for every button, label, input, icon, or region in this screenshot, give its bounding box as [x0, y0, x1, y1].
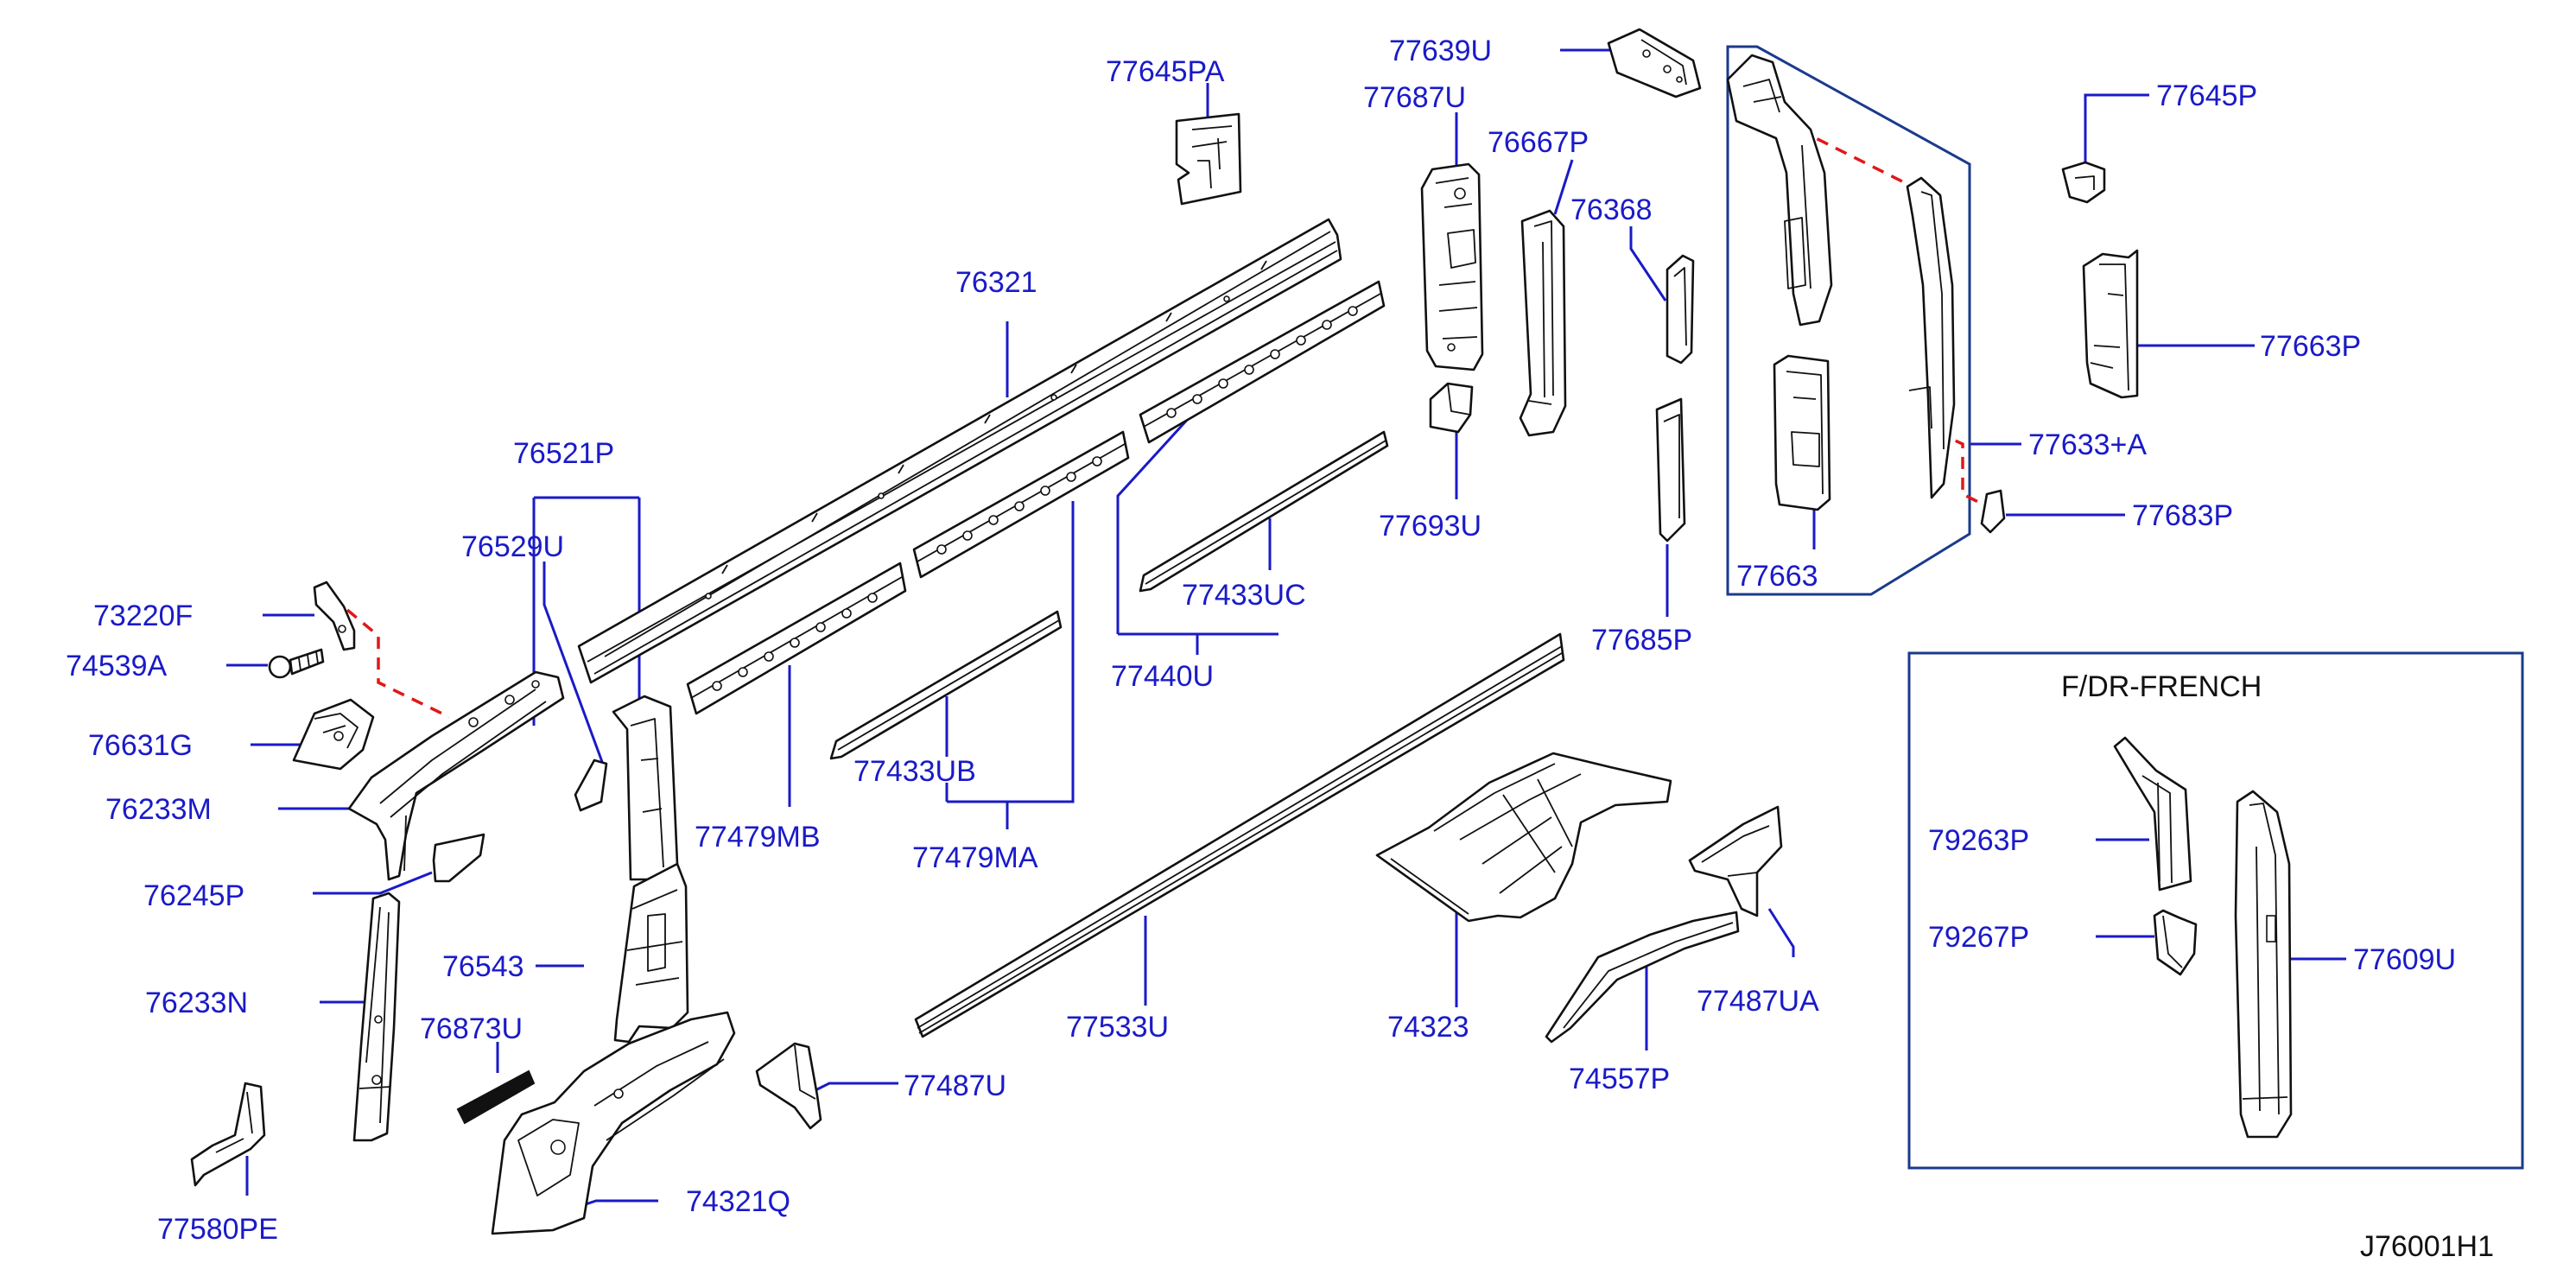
part-77645P: [2061, 161, 2106, 204]
drawing-id: J76001H1: [2360, 1230, 2494, 1263]
label-76631G: 76631G: [88, 729, 193, 762]
part-77433UC: [1139, 430, 1389, 593]
part-77645PA: [1175, 112, 1242, 206]
label-77580PE: 77580PE: [157, 1213, 278, 1246]
part-76233M: [347, 670, 565, 881]
part-76521P: [612, 695, 679, 881]
label-76667P: 76667P: [1488, 126, 1589, 159]
holes-77479MA: [936, 456, 1102, 555]
holes-77440U: [1166, 306, 1358, 418]
label-77685P: 77685P: [1591, 624, 1692, 657]
label-76521P: 76521P: [513, 437, 614, 470]
phantom-lines: [346, 128, 1981, 719]
part-79263P: [2113, 736, 2192, 892]
part-77685P: [1655, 397, 1686, 543]
part-74321Q: [491, 1011, 736, 1235]
label-73220F: 73220F: [93, 600, 193, 632]
label-79263P: 79263P: [1928, 824, 2029, 857]
label-77440U: 77440U: [1111, 660, 1214, 693]
label-77633A: 77633+A: [2028, 428, 2147, 461]
label-inset-title: F/DR-FRENCH: [2061, 670, 2262, 703]
label-77663P: 77663P: [2260, 330, 2361, 363]
part-76245P: [432, 833, 485, 883]
part-76631G: [292, 698, 375, 771]
label-77479MB: 77479MB: [695, 821, 821, 854]
part-77433UB: [829, 610, 1063, 760]
label-77609U: 77609U: [2353, 943, 2456, 976]
label-77687U: 77687U: [1363, 81, 1466, 114]
label-76529U: 76529U: [461, 530, 564, 563]
label-76233N: 76233N: [145, 987, 248, 1019]
part-77580PE: [190, 1082, 266, 1187]
label-76368: 76368: [1570, 194, 1653, 226]
label-77533U: 77533U: [1066, 1011, 1169, 1044]
label-79267P: 79267P: [1928, 921, 2029, 954]
part-76667P: [1519, 209, 1567, 437]
label-76873U: 76873U: [420, 1012, 523, 1045]
part-77440U: [1139, 280, 1386, 444]
label-76233M: 76233M: [105, 793, 212, 826]
part-76368: [1666, 254, 1695, 365]
label-77479MA: 77479MA: [912, 841, 1038, 874]
french-door-inset-frame: [1907, 651, 2524, 1170]
label-77683P: 77683P: [2132, 499, 2233, 532]
part-76543: [613, 862, 689, 1044]
label-74539A: 74539A: [66, 650, 168, 682]
part-76321: [577, 218, 1342, 684]
label-76321: 76321: [955, 266, 1037, 299]
label-74557P: 74557P: [1569, 1063, 1670, 1095]
holes-77479MB: [712, 593, 878, 691]
part-77479MB: [686, 562, 907, 715]
part-74539A-bolt: [268, 648, 325, 679]
label-77663: 77663: [1736, 560, 1818, 593]
label-76245P: 76245P: [143, 879, 244, 912]
part-77639U: [1607, 28, 1702, 98]
label-77639U: 77639U: [1389, 35, 1492, 67]
part-76529U: [574, 758, 608, 812]
part-74557P: [1545, 911, 1740, 1044]
label-76543: 76543: [442, 950, 524, 983]
part-77687U: [1420, 162, 1484, 371]
part-76873U: [456, 1069, 536, 1125]
part-77609U: [2234, 790, 2293, 1139]
part-77533U: [914, 632, 1565, 1038]
inset-frames: [1726, 45, 2524, 1170]
part-74323: [1375, 752, 1672, 923]
label-77693U: 77693U: [1379, 510, 1482, 543]
part-73220F: [313, 581, 356, 651]
part-labels: 77645PA 77639U 77687U 76667P 76368 77645…: [66, 35, 2494, 1263]
part-77683P: [1980, 489, 2006, 534]
leader-lines: [226, 48, 2346, 1211]
assembly-77633-frame: [1726, 45, 1971, 596]
part-77487U: [755, 1042, 822, 1130]
label-74321Q: 74321Q: [686, 1185, 790, 1218]
part-77487UA: [1688, 805, 1783, 917]
part-76233N: [352, 892, 401, 1142]
label-77487U: 77487U: [904, 1069, 1006, 1102]
part-77633-assembly: [1726, 54, 1956, 511]
part-79267P: [2153, 909, 2198, 976]
label-77433UC: 77433UC: [1182, 579, 1306, 612]
label-74323: 74323: [1387, 1011, 1469, 1044]
label-77433UB: 77433UB: [853, 755, 976, 788]
part-77693U: [1429, 382, 1474, 434]
label-77645P: 77645P: [2156, 79, 2257, 112]
label-77645PA: 77645PA: [1106, 55, 1225, 88]
part-77663P: [2082, 249, 2139, 399]
part-77479MA: [912, 430, 1130, 579]
label-77487UA: 77487UA: [1697, 985, 1819, 1018]
